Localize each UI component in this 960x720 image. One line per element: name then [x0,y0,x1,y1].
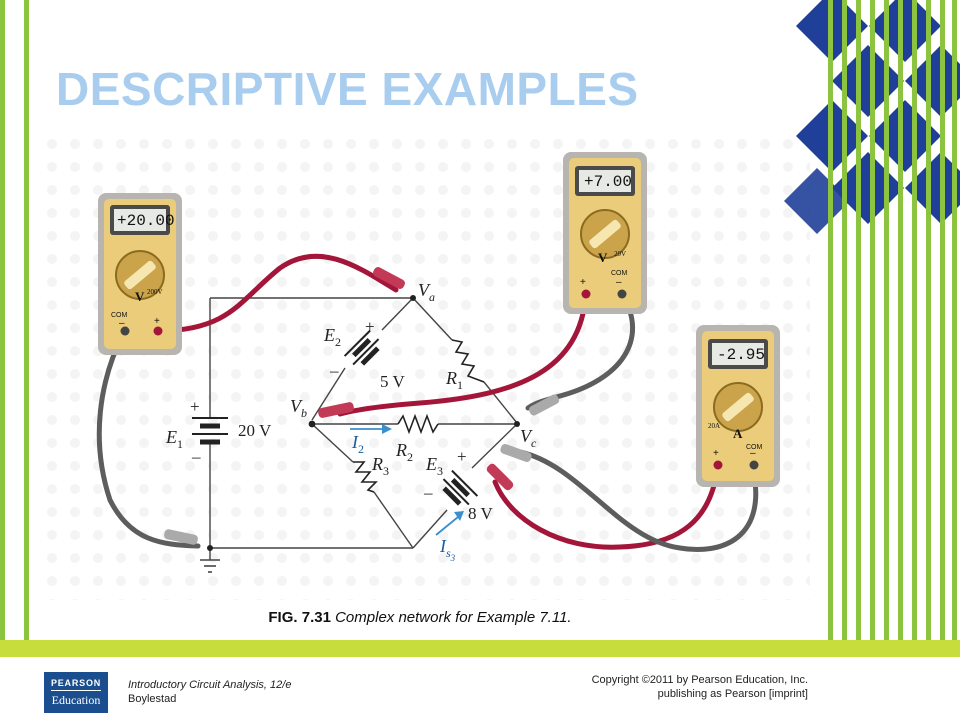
meter-middle [563,152,647,314]
meter-left-plus: + [154,316,160,327]
e3-plus: + [457,447,467,466]
meter-middle-display: +7.00 [584,173,632,191]
node-va-label: Va [418,280,435,304]
e3-name: E3 [425,454,443,478]
r3-label: R3 [371,454,389,478]
test-leads [96,253,759,553]
meter-right-plus: + [713,448,719,459]
caption-fig-number: FIG. 7.31 [268,609,331,626]
node-vb-dot [308,420,316,428]
pearson-logo: PEARSON Education [44,672,108,713]
battery-e1-icon [192,417,228,445]
meter-right-display: -2.95 [717,346,765,364]
slide-title: DESCRIPTIVE EXAMPLES [56,63,639,115]
e1-plus: + [190,397,200,416]
resistor-r2-icon [397,413,439,435]
battery-e3-icon [442,469,479,506]
middle-meter-red-lead [337,291,589,417]
meter-left-display: +20.00 [117,212,175,230]
meter-middle-range: 20V [614,250,626,258]
meter-right-minus: – [750,448,756,459]
e3-minus: – [423,483,433,502]
book-title: Introductory Circuit Analysis, 12/e [128,679,292,691]
is3-label: Is3 [439,536,456,563]
meter-middle-plus: + [580,277,586,288]
e2-minus: – [329,361,339,380]
meter-right [696,325,780,487]
e3-value: 8 V [468,504,493,523]
battery-e2-icon [343,329,380,366]
book-info: Introductory Circuit Analysis, 12/e Boyl… [128,678,291,706]
meter-middle-com: COM [611,270,628,277]
probe-tips [164,267,560,545]
node-vc-dot [514,421,520,427]
caption-text: Complex network for Example 7.11. [335,609,572,626]
e1-name: E1 [165,427,183,451]
current-is3-arrowhead [454,511,464,521]
meter-middle-mode: V [598,250,608,265]
meter-left-minus: – [119,318,125,329]
meter-left [98,193,182,355]
r1-label: R1 [445,368,463,392]
footer-bar [0,640,960,657]
node-va-dot [410,295,416,301]
node-ground-dot [207,545,213,551]
meter-right-mode: A [733,426,743,441]
ground-icon [200,559,220,573]
current-is3-arrow [435,516,459,536]
logo-bottom-text: Education [51,692,101,707]
meter-left-range: 200V [147,288,163,296]
left-meter-red-lead [157,253,399,334]
circuit-wires [209,297,518,560]
e2-plus: + [365,317,375,336]
e1-value: 20 V [238,421,272,440]
right-meter-red-lead [492,461,721,550]
right-stripes [828,0,957,640]
meter-right-com: COM [746,444,763,451]
e2-value: 5 V [380,372,405,391]
right-meter-gray-lead [517,449,759,553]
current-i2-arrowhead [382,424,392,434]
book-author: Boylestad [128,693,177,705]
logo-top-text: PEARSON [50,678,102,691]
resistor-r1-icon [451,339,485,383]
copyright-line-1: Copyright ©2011 by Pearson Education, In… [591,674,808,686]
r2-label: R2 [395,440,413,464]
e2-name: E2 [323,325,341,349]
meter-right-range: 20A [708,422,720,430]
meter-left-com: COM [111,312,128,319]
meter-middle-minus: – [616,277,622,288]
e1-minus: – [191,447,201,466]
left-meter-gray-lead [96,331,201,549]
i2-label: I2 [351,432,364,456]
node-vc-label: Vc [520,426,537,450]
node-vb-label: Vb [290,396,307,420]
copyright-line-2: publishing as Pearson [imprint] [657,688,808,700]
left-stripes [0,0,29,640]
figure-caption: FIG. 7.31 Complex network for Example 7.… [0,609,840,626]
copyright: Copyright ©2011 by Pearson Education, In… [592,673,808,701]
meter-left-mode: V [135,289,145,304]
resistor-r3-icon [353,461,378,493]
